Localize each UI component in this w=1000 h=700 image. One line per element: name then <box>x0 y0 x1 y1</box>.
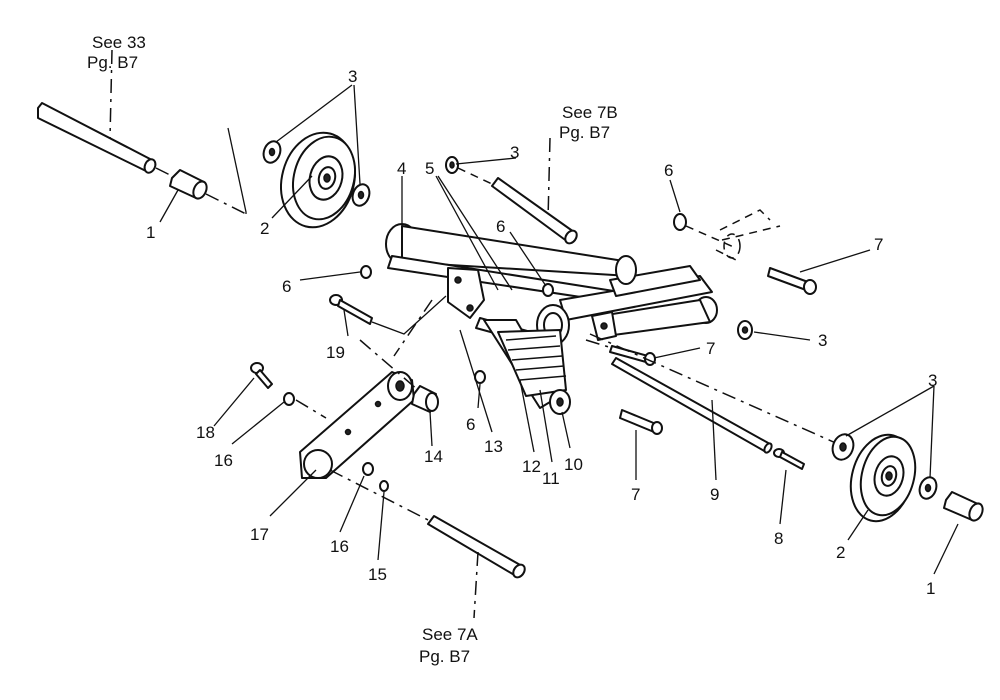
callout-15: 15 <box>368 565 387 584</box>
main-frame <box>385 223 718 351</box>
bushing-1-right <box>943 491 984 522</box>
callout-3-right: 3 <box>928 371 937 390</box>
shaft-7b <box>491 177 578 245</box>
callout-2-right: 2 <box>836 543 845 562</box>
callout-10: 10 <box>564 455 583 474</box>
callout-11: 11 <box>542 469 560 488</box>
wheel-2-right <box>849 433 917 523</box>
callout-16-left: 16 <box>214 451 233 470</box>
left-shaft <box>37 102 157 174</box>
nut-6-top-right <box>673 213 687 231</box>
ref-see7b-line1: See 7B <box>562 103 618 122</box>
link-arm-17 <box>299 371 415 479</box>
shaft-7a <box>427 515 526 579</box>
washer-3-b-hole <box>357 190 365 200</box>
axis-line-18 <box>295 399 327 419</box>
callout-4: 4 <box>397 159 406 178</box>
callout-8: 8 <box>774 529 783 548</box>
nut-15 <box>379 480 389 492</box>
callout-12: 12 <box>522 457 541 476</box>
callout-2-left: 2 <box>260 219 269 238</box>
axis-line-7b <box>457 167 493 185</box>
bushing-1-left <box>169 169 208 200</box>
callout-6-top-right: 6 <box>664 161 673 180</box>
nut-6-left <box>360 265 372 279</box>
axis-line-left <box>155 167 173 177</box>
callout-7-top-right: 7 <box>874 235 883 254</box>
ref-see33-line1: See 33 <box>92 33 146 52</box>
bushing-14 <box>411 385 439 413</box>
callout-3-top-left: 3 <box>348 67 357 86</box>
callout-16-lower: 16 <box>330 537 349 556</box>
washer-16-b <box>362 462 374 476</box>
leader-19-to-frame <box>371 295 447 335</box>
bolt-18 <box>250 362 273 389</box>
bolt-19 <box>329 294 373 325</box>
ref-leader-7a <box>473 551 479 619</box>
callout-3-mid: 3 <box>510 143 519 162</box>
washer-16-a <box>283 392 295 406</box>
washer-3-a-hole <box>268 147 276 157</box>
callout-18: 18 <box>196 423 215 442</box>
axis-line-lower <box>329 469 433 523</box>
callout-6-lower: 6 <box>466 415 475 434</box>
axis-line-mid <box>585 339 613 349</box>
callout-13: 13 <box>484 437 503 456</box>
bolt-7-lower <box>619 409 663 435</box>
bolt-7-top-right <box>767 267 817 295</box>
ref-see7a-line2: Pg. B7 <box>419 647 470 666</box>
ref-see7b-line2: Pg. B7 <box>559 123 610 142</box>
axis-line-frame <box>393 299 433 357</box>
callout-6-left: 6 <box>282 277 291 296</box>
callout-7-lower: 7 <box>631 485 640 504</box>
axis-line-left2 <box>205 193 247 215</box>
callout-17: 17 <box>250 525 269 544</box>
bolt-8 <box>773 448 805 470</box>
callout-14: 14 <box>424 447 443 466</box>
hidden-sleeve <box>723 233 741 259</box>
shock-absorber <box>483 319 571 415</box>
bolt-7-mid <box>609 345 656 366</box>
callout-6-mid: 6 <box>496 217 505 236</box>
wheel-2-left <box>280 131 356 229</box>
callout-1-right: 1 <box>926 579 935 598</box>
ref-see33-line2: Pg. B7 <box>87 53 138 72</box>
nut-6-mid <box>542 283 554 297</box>
callout-7-mid: 7 <box>706 339 715 358</box>
axis-line-right-top <box>685 225 737 249</box>
ref-leader-7b <box>547 137 551 221</box>
callout-9: 9 <box>710 485 719 504</box>
hidden-bracket <box>715 209 781 263</box>
ref-see7a-line1: See 7A <box>422 625 478 644</box>
callout-1-left: 1 <box>146 223 155 242</box>
leader-lines <box>159 84 959 575</box>
axis-line-14 <box>359 339 419 391</box>
zigzag-dash <box>227 127 247 214</box>
callout-3-right-mid: 3 <box>818 331 827 350</box>
callout-5: 5 <box>425 159 434 178</box>
callout-19: 19 <box>326 343 345 362</box>
long-shaft-9 <box>611 357 773 454</box>
